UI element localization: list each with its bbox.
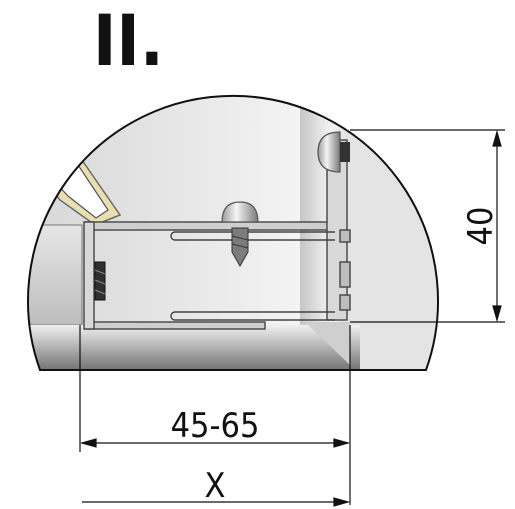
screw-top-center xyxy=(221,201,259,268)
range-label: 45-65 xyxy=(171,406,260,446)
corner-bevel xyxy=(305,322,350,365)
right-panel xyxy=(348,95,439,370)
detail-label: II. xyxy=(93,0,164,82)
width-dimensions xyxy=(79,325,351,507)
detail-circle-outline xyxy=(27,94,439,371)
height-dimension xyxy=(350,129,505,323)
bottom-surface xyxy=(27,325,360,370)
aluminium-profile xyxy=(83,139,351,330)
height-label: 40 xyxy=(461,207,501,246)
left-panel xyxy=(27,224,83,326)
screw-right xyxy=(317,131,350,173)
x-label: X xyxy=(205,466,226,506)
screw-left xyxy=(94,261,106,301)
